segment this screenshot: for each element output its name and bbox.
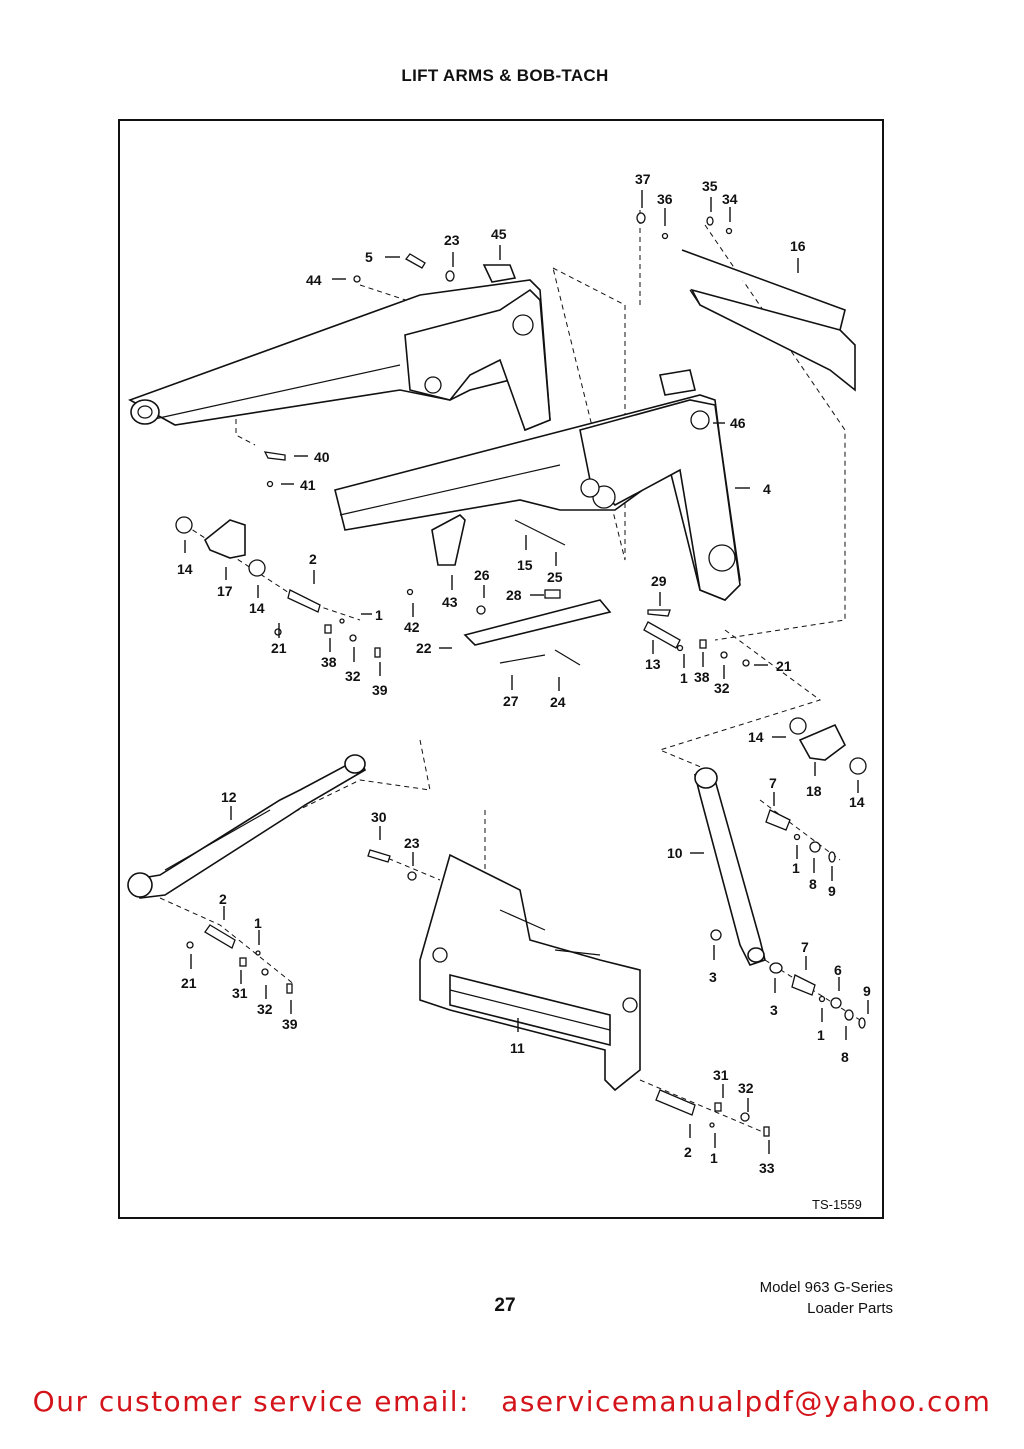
- callout-26: 26: [474, 567, 490, 583]
- callout-38: 38: [694, 669, 710, 685]
- callout-11: 11: [510, 1040, 525, 1056]
- callout-15: 15: [517, 557, 533, 573]
- callout-34: 34: [722, 191, 738, 207]
- leader-lines: [184, 190, 869, 1154]
- callout-1: 1: [254, 915, 262, 931]
- callout-14: 14: [177, 561, 193, 577]
- callout-40: 40: [314, 449, 330, 465]
- callout-23: 23: [404, 835, 420, 851]
- callout-42: 42: [404, 619, 420, 635]
- callout-13: 13: [645, 656, 661, 672]
- callout-18: 18: [806, 783, 822, 799]
- lift-cylinder: [127, 754, 367, 899]
- callout-4: 4: [763, 481, 771, 497]
- model-line-1: Model 963 G-Series: [759, 1279, 893, 1296]
- callout-1: 1: [792, 860, 800, 876]
- callout-16: 16: [790, 238, 806, 254]
- callout-27: 27: [503, 693, 519, 709]
- callout-1: 1: [817, 1027, 825, 1043]
- model-info: Model 963 G-Series Loader Parts: [760, 1277, 893, 1319]
- callout-21: 21: [776, 658, 792, 674]
- diagram-frame: [118, 119, 884, 1219]
- callout-38: 38: [321, 654, 337, 670]
- callout-9: 9: [863, 983, 871, 999]
- callout-25: 25: [547, 569, 563, 585]
- callout-45: 45: [491, 226, 507, 242]
- callout-3: 3: [709, 969, 717, 985]
- callout-14: 14: [748, 729, 764, 745]
- callout-30: 30: [371, 809, 387, 825]
- callout-41: 41: [300, 477, 316, 493]
- page-title: LIFT ARMS & BOB-TACH: [401, 66, 609, 85]
- callout-31: 31: [713, 1067, 729, 1083]
- callout-1: 1: [375, 607, 383, 623]
- callout-2: 2: [309, 551, 317, 567]
- callout-3: 3: [770, 1002, 778, 1018]
- callout-7: 7: [801, 939, 809, 955]
- callout-43: 43: [442, 594, 458, 610]
- lift-arm-lower: [334, 369, 741, 601]
- footer-email: Our customer service email: aservicemanu…: [0, 1385, 1024, 1418]
- callout-14: 14: [249, 600, 265, 616]
- footer-email-address[interactable]: aservicemanualpdf@yahoo.com: [501, 1385, 992, 1418]
- callout-21: 21: [181, 975, 197, 991]
- callout-1: 1: [710, 1150, 718, 1166]
- page-number: 27: [494, 1295, 516, 1316]
- small-parts: [175, 212, 867, 1137]
- callout-35: 35: [702, 178, 718, 194]
- callout-12: 12: [221, 789, 237, 805]
- callout-39: 39: [282, 1016, 298, 1032]
- callout-1: 1: [680, 670, 688, 686]
- lift-arm-upper: [128, 264, 551, 432]
- callout-5: 5: [365, 249, 373, 265]
- callout-37: 37: [635, 171, 651, 187]
- model-line-2: Loader Parts: [807, 1300, 893, 1317]
- callout-22: 22: [416, 640, 432, 656]
- drawing-code: TS-1559: [812, 1197, 862, 1212]
- callout-10: 10: [667, 845, 683, 861]
- callout-8: 8: [841, 1049, 849, 1065]
- tilt-cylinder: [693, 767, 766, 966]
- callout-17: 17: [217, 583, 233, 599]
- callout-32: 32: [714, 680, 730, 696]
- callout-33: 33: [759, 1160, 775, 1176]
- callout-labels: 37 36 35 34 16 23 45 5 44 46 40 41 4 14 …: [177, 171, 871, 1176]
- footer-label: Our customer service email:: [32, 1385, 470, 1418]
- callout-39: 39: [372, 682, 388, 698]
- callout-29: 29: [651, 573, 667, 589]
- callout-21: 21: [271, 640, 287, 656]
- callout-31: 31: [232, 985, 248, 1001]
- callout-44: 44: [306, 272, 322, 288]
- callout-46: 46: [730, 415, 746, 431]
- callout-7: 7: [769, 775, 777, 791]
- callout-6: 6: [834, 962, 842, 978]
- callout-36: 36: [657, 191, 673, 207]
- callout-32: 32: [345, 668, 361, 684]
- callout-24: 24: [550, 694, 566, 710]
- callout-9: 9: [828, 883, 836, 899]
- callout-2: 2: [684, 1144, 692, 1160]
- callout-32: 32: [738, 1080, 754, 1096]
- callout-14: 14: [849, 794, 865, 810]
- top-bracket: [681, 249, 856, 392]
- callout-23: 23: [444, 232, 460, 248]
- callout-32: 32: [257, 1001, 273, 1017]
- callout-28: 28: [506, 587, 522, 603]
- callout-8: 8: [809, 876, 817, 892]
- bob-tach-frame: [419, 853, 641, 1092]
- callout-2: 2: [219, 891, 227, 907]
